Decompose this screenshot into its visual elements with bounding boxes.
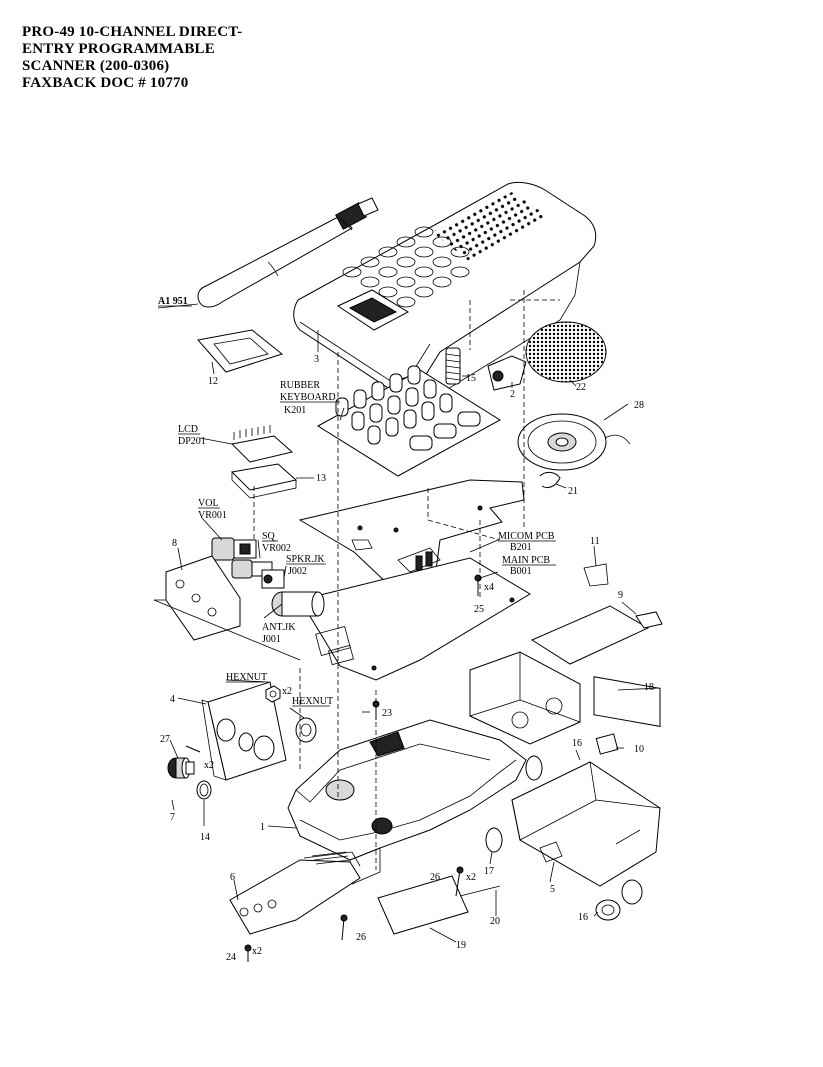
- header-line-2: ENTRY PROGRAMMABLE: [22, 41, 215, 57]
- assembly-dashed-lines: [253, 290, 560, 870]
- lcd-cover-part: [197, 329, 284, 373]
- label-25: 25: [474, 604, 484, 615]
- knob-part: [167, 757, 195, 779]
- label-12: 12: [208, 376, 218, 387]
- label-20: 20: [490, 916, 500, 927]
- side-bracket-part: [153, 555, 301, 661]
- volume-control-part: [211, 537, 257, 561]
- screws: [185, 574, 482, 962]
- label-micom: MICOM PCB: [498, 531, 555, 542]
- label-lcd: LCD: [178, 424, 198, 435]
- battery-door-part: [511, 761, 661, 887]
- label-x2-a: x2: [282, 686, 292, 697]
- label-22: 22: [576, 382, 586, 393]
- label-28: 28: [634, 400, 644, 411]
- speaker-part: [517, 413, 631, 489]
- document-header: PRO-49 10-CHANNEL DIRECT- ENTRY PROGRAMM…: [22, 24, 342, 92]
- o-ring-part: [196, 780, 212, 800]
- speaker-mesh-part: [525, 321, 607, 383]
- shield-plate-part: [530, 563, 663, 665]
- label-11: 11: [590, 536, 600, 547]
- label-keyboard: KEYBOARD: [280, 392, 336, 403]
- label-x4: x4: [484, 582, 494, 593]
- label-j001: J001: [262, 634, 281, 645]
- lcd-holder-part: [230, 463, 298, 499]
- label-4: 4: [170, 694, 175, 705]
- front-plate-part: [201, 681, 287, 781]
- label-b201: B201: [510, 542, 532, 553]
- terminal-part: [595, 733, 619, 755]
- label-14: 14: [200, 832, 210, 843]
- label-15: 15: [466, 373, 476, 384]
- header-line-1: PRO-49 10-CHANNEL DIRECT-: [22, 24, 243, 40]
- label-hexnut-1: HEXNUT: [226, 672, 267, 683]
- label-24: 24: [226, 952, 236, 963]
- label-j002: J002: [288, 566, 307, 577]
- label-6: 6: [230, 872, 235, 883]
- battery-frame-part: [469, 651, 581, 745]
- label-b001: B001: [510, 566, 532, 577]
- label-k201: K201: [284, 405, 306, 416]
- label-vr001: VR001: [198, 510, 227, 521]
- spring-part: [445, 347, 461, 385]
- label-1: 1: [260, 822, 265, 833]
- hexnut-small-part: [265, 685, 281, 703]
- antenna-jack-part: [271, 591, 325, 617]
- label-antenna: A1 951: [158, 296, 188, 307]
- label-2: 2: [510, 389, 515, 400]
- label-8: 8: [172, 538, 177, 549]
- front-housing-part: [293, 181, 597, 401]
- main-pcb-part: [299, 557, 531, 681]
- label-x2-b: x2: [204, 760, 214, 771]
- label-rubber: RUBBER: [280, 380, 320, 391]
- antenna-part: [197, 197, 379, 308]
- label-dp201: DP201: [178, 436, 206, 447]
- label-antjk: ANT.JK: [262, 622, 296, 633]
- speaker-jack-part: [261, 569, 285, 589]
- label-26-a: 26: [430, 872, 440, 883]
- label-5: 5: [550, 884, 555, 895]
- part-labels: A1 951 3 12 RUBBER KEYBOARD K201 15 2 22…: [158, 296, 654, 963]
- label-vr002: VR002: [262, 543, 291, 554]
- label-9: 9: [618, 590, 623, 601]
- label-16-a: 16: [572, 738, 582, 749]
- lcd-part: [230, 425, 294, 463]
- label-17: 17: [484, 866, 494, 877]
- label-26-b: 26: [356, 932, 366, 943]
- belt-clip-part: [229, 851, 361, 935]
- leader-lines: [157, 303, 661, 943]
- rubber-keyboard-part: [317, 365, 501, 477]
- label-13: 13: [316, 473, 326, 484]
- label-16-b: 16: [578, 912, 588, 923]
- label-mainpcb: MAIN PCB: [502, 555, 550, 566]
- label-18: 18: [644, 682, 654, 693]
- label-3: 3: [314, 354, 319, 365]
- label-7: 7: [170, 812, 175, 823]
- label-23: 23: [382, 708, 392, 719]
- micom-pcb-part: [298, 479, 525, 587]
- header-line-4: FAXBACK DOC # 10770: [22, 75, 189, 91]
- label-x2-d: x2: [252, 946, 262, 957]
- hexnut-large-part: [295, 717, 317, 743]
- speaker-dots: [432, 192, 548, 262]
- label-27: 27: [160, 734, 170, 745]
- header-line-3: SCANNER (200-0306): [22, 58, 170, 74]
- grommet-part: [485, 755, 643, 921]
- label-vol: VOL: [198, 498, 219, 509]
- label-spkrjk: SPKR.JK: [286, 554, 325, 565]
- label-strip-part: [459, 885, 501, 897]
- label-10: 10: [634, 744, 644, 755]
- label-hexnut-2: HEXNUT: [292, 696, 333, 707]
- clip-part: [487, 355, 527, 391]
- label-x2-c: x2: [466, 872, 476, 883]
- label-21: 21: [568, 486, 578, 497]
- label-sq: SQ: [262, 531, 276, 542]
- label-sticker-part: [377, 875, 469, 935]
- label-19: 19: [456, 940, 466, 951]
- main-case-part: [287, 719, 527, 885]
